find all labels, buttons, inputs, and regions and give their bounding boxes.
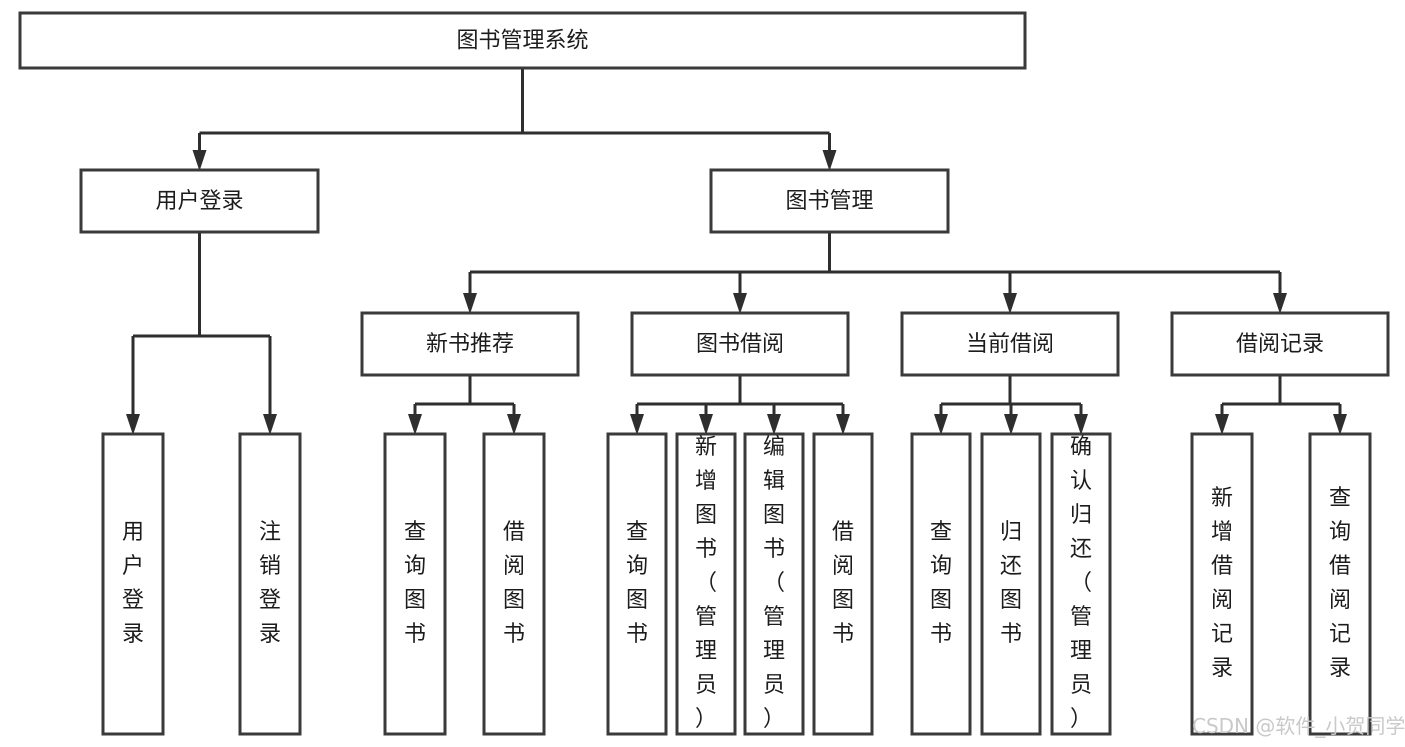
- arrow-head-icon: [630, 414, 644, 435]
- node-box: [709, 168, 950, 234]
- node-box: [383, 432, 447, 736]
- node-label: 查询图书: [930, 520, 952, 647]
- node-label: 用户登录: [122, 520, 144, 647]
- csdn-watermark: CSDN @软件_小贺同学: [1192, 714, 1405, 738]
- arrow-head-icon: [263, 414, 277, 435]
- node-leaf-borrow-edit-book[interactable]: 编辑图书（管理员）: [743, 432, 805, 736]
- node-label: 新书推荐: [426, 332, 514, 357]
- node-leaf-rec-query-book[interactable]: 查询图书: [383, 432, 447, 736]
- node-leaf-rec-add-record[interactable]: 新增借阅记录: [1190, 432, 1254, 736]
- arrow-head-icon: [463, 293, 477, 314]
- arrow-head-icon: [1333, 414, 1347, 435]
- node-box: [1050, 432, 1112, 736]
- arrow-head-icon: [1004, 414, 1018, 435]
- node-label: 用户登录: [155, 189, 243, 214]
- node-box: [360, 311, 580, 377]
- arrow-head-icon: [733, 293, 747, 314]
- node-label: 借阅图书: [503, 520, 525, 647]
- connector-layer: [126, 68, 1347, 435]
- node-box: [1170, 311, 1390, 377]
- node-label: 借阅记录: [1236, 332, 1324, 357]
- arrow-head-icon: [1215, 414, 1229, 435]
- arrow-head-icon: [126, 414, 140, 435]
- node-box: [79, 168, 320, 234]
- arrow-head-icon: [836, 414, 850, 435]
- node-box: [101, 432, 165, 736]
- node-box: [18, 11, 1027, 70]
- node-box: [482, 432, 546, 736]
- node-label: 图书借阅: [696, 332, 784, 357]
- node-leaf-rec-query-record[interactable]: 查询借阅记录: [1308, 432, 1372, 736]
- arrow-head-icon: [767, 414, 781, 435]
- node-label: 归还图书: [1000, 520, 1022, 647]
- arrow-head-icon: [934, 414, 948, 435]
- arrow-head-icon: [1074, 414, 1088, 435]
- node-leaf-borrow-query-book[interactable]: 查询图书: [606, 432, 668, 736]
- node-box: [630, 311, 850, 377]
- node-box: [606, 432, 668, 736]
- node-leaf-user-logout[interactable]: 注销登录: [238, 432, 302, 736]
- node-root[interactable]: 图书管理系统: [18, 11, 1027, 70]
- node-label: 注销登录: [259, 520, 281, 647]
- node-label: 当前借阅: [966, 332, 1054, 357]
- node-box: [743, 432, 805, 736]
- node-box: [1190, 432, 1254, 736]
- node-book-manage[interactable]: 图书管理: [709, 168, 950, 234]
- node-box: [675, 432, 737, 736]
- arrow-head-icon: [507, 414, 521, 435]
- arrow-head-icon: [1273, 293, 1287, 314]
- arrow-head-icon: [699, 414, 713, 435]
- arrow-head-icon: [408, 414, 422, 435]
- node-leaf-borrow-add-book[interactable]: 新增图书（管理员）: [675, 432, 737, 736]
- node-box: [238, 432, 302, 736]
- arrow-head-icon: [822, 150, 837, 171]
- arrow-head-icon: [1003, 293, 1017, 314]
- node-leaf-cur-confirm-return[interactable]: 确认归还（管理员）: [1050, 432, 1112, 736]
- node-box: [900, 311, 1120, 377]
- node-current-borrow[interactable]: 当前借阅: [900, 311, 1120, 377]
- node-box: [980, 432, 1042, 736]
- node-label: 图书管理: [785, 189, 873, 214]
- node-leaf-borrow-borrow-book[interactable]: 借阅图书: [812, 432, 874, 736]
- node-label: 查询图书: [404, 520, 426, 647]
- node-label: 查询借阅记录: [1329, 486, 1351, 681]
- node-box: [910, 432, 972, 736]
- node-label: 新增借阅记录: [1211, 486, 1233, 681]
- node-label: 查询图书: [626, 520, 648, 647]
- node-borrow-record[interactable]: 借阅记录: [1170, 311, 1390, 377]
- node-label: 编辑图书（管理员）: [763, 435, 785, 732]
- arrow-head-icon: [192, 150, 207, 171]
- node-new-book-rec[interactable]: 新书推荐: [360, 311, 580, 377]
- node-leaf-cur-return-book[interactable]: 归还图书: [980, 432, 1042, 736]
- node-label: 借阅图书: [832, 520, 854, 647]
- node-label: 确认归还（管理员）: [1070, 435, 1092, 732]
- node-user-login[interactable]: 用户登录: [79, 168, 320, 234]
- node-box: [812, 432, 874, 736]
- node-layer: 图书管理系统用户登录图书管理新书推荐图书借阅当前借阅借阅记录用户登录注销登录查询…: [18, 11, 1390, 736]
- node-leaf-rec-borrow-book[interactable]: 借阅图书: [482, 432, 546, 736]
- node-box: [1308, 432, 1372, 736]
- node-label: 新增图书（管理员）: [695, 435, 717, 732]
- node-leaf-cur-query-book[interactable]: 查询图书: [910, 432, 972, 736]
- node-label: 图书管理系统: [456, 29, 588, 54]
- node-book-borrow[interactable]: 图书借阅: [630, 311, 850, 377]
- node-leaf-user-login[interactable]: 用户登录: [101, 432, 165, 736]
